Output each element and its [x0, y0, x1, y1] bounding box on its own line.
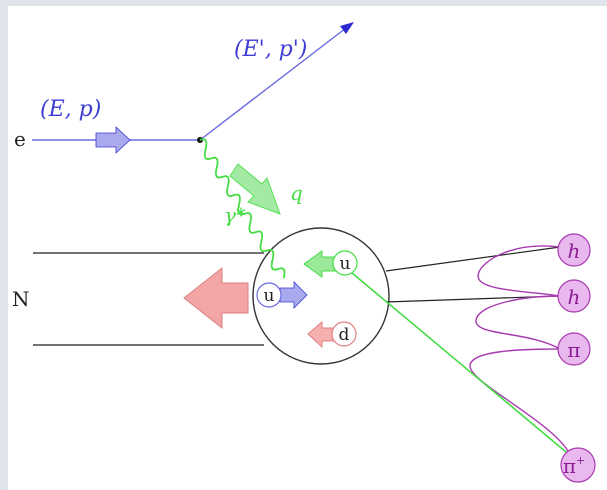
spectator-u-circle: [256, 282, 282, 308]
incoming-electron-momentum: (E, p): [40, 97, 101, 122]
photon-label: γ*: [224, 203, 246, 227]
struck-quark-circle: [332, 250, 358, 276]
hadron-3-circle: [557, 332, 591, 366]
incoming-electron-arrow: [95, 126, 131, 154]
hadron-3-label: π: [567, 338, 580, 362]
spectator-u-label: u: [264, 286, 275, 306]
outgoing-electron-momentum: (E', p'): [234, 37, 307, 62]
virtual-photon-line: [199, 138, 286, 279]
hadron-4-symbol: π: [563, 454, 576, 478]
virtual-photon-arrow: [229, 163, 281, 215]
sidis-diagram: h h π π+ e (E, p) (E', p') γ* q u u d N: [12, 22, 596, 483]
spectator-d-label: d: [339, 325, 350, 345]
hadron-4-circle: [560, 447, 596, 483]
nucleon-label: N: [12, 287, 30, 311]
nucleon-remnant-arrow: [183, 266, 249, 330]
photon-momentum-label: q: [290, 181, 303, 205]
hadron-4-superscript: +: [576, 454, 585, 467]
hadron-2-label: h: [568, 285, 581, 309]
string-to-hadron-1: [385, 246, 561, 272]
hadron-4-label: π+: [563, 454, 585, 478]
hadron-1-circle: [557, 233, 591, 267]
struck-quark-track: [345, 267, 579, 463]
spectator-d-circle: [331, 321, 357, 347]
struck-quark-label: u: [340, 254, 351, 274]
hadron-2-circle: [557, 279, 591, 313]
hadron-1-label: h: [568, 239, 581, 263]
outgoing-electron-arrowhead: [340, 22, 354, 34]
electron-label: e: [14, 127, 26, 151]
spectator-u-arrow: [279, 281, 308, 309]
hadron-fragmentation-curves: [469, 245, 574, 462]
outgoing-electron-line: [199, 27, 347, 141]
diagram-canvas: h h π π+ e (E, p) (E', p') γ* q u u d N: [8, 6, 607, 490]
